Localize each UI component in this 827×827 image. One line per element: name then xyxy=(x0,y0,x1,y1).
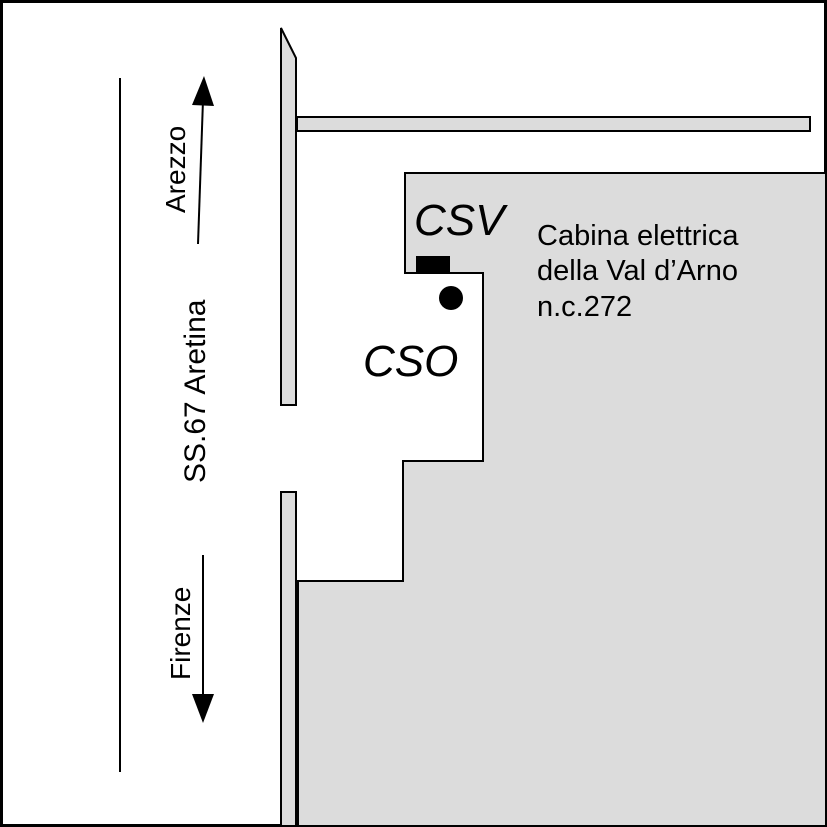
fence-horizontal xyxy=(296,116,811,132)
site-label-line1: Cabina elettrica xyxy=(537,220,739,252)
label-arezzo: Arezzo xyxy=(160,126,191,213)
csv-marker xyxy=(416,256,450,272)
site-label-line3: n.c.272 xyxy=(537,291,632,323)
label-firenze: Firenze xyxy=(165,587,196,680)
site-label-line2: della Val d’Arno xyxy=(537,255,738,287)
label-csv: CSV xyxy=(414,196,508,245)
label-cso: CSO xyxy=(363,337,458,386)
property-area xyxy=(297,172,827,827)
arrow-north-icon xyxy=(192,76,214,245)
label-road-name: SS.67 Aretina xyxy=(179,299,212,483)
arrow-south-icon xyxy=(192,555,214,723)
wall-lower xyxy=(280,491,297,827)
wall-upper xyxy=(280,27,297,406)
cso-marker xyxy=(439,286,463,310)
